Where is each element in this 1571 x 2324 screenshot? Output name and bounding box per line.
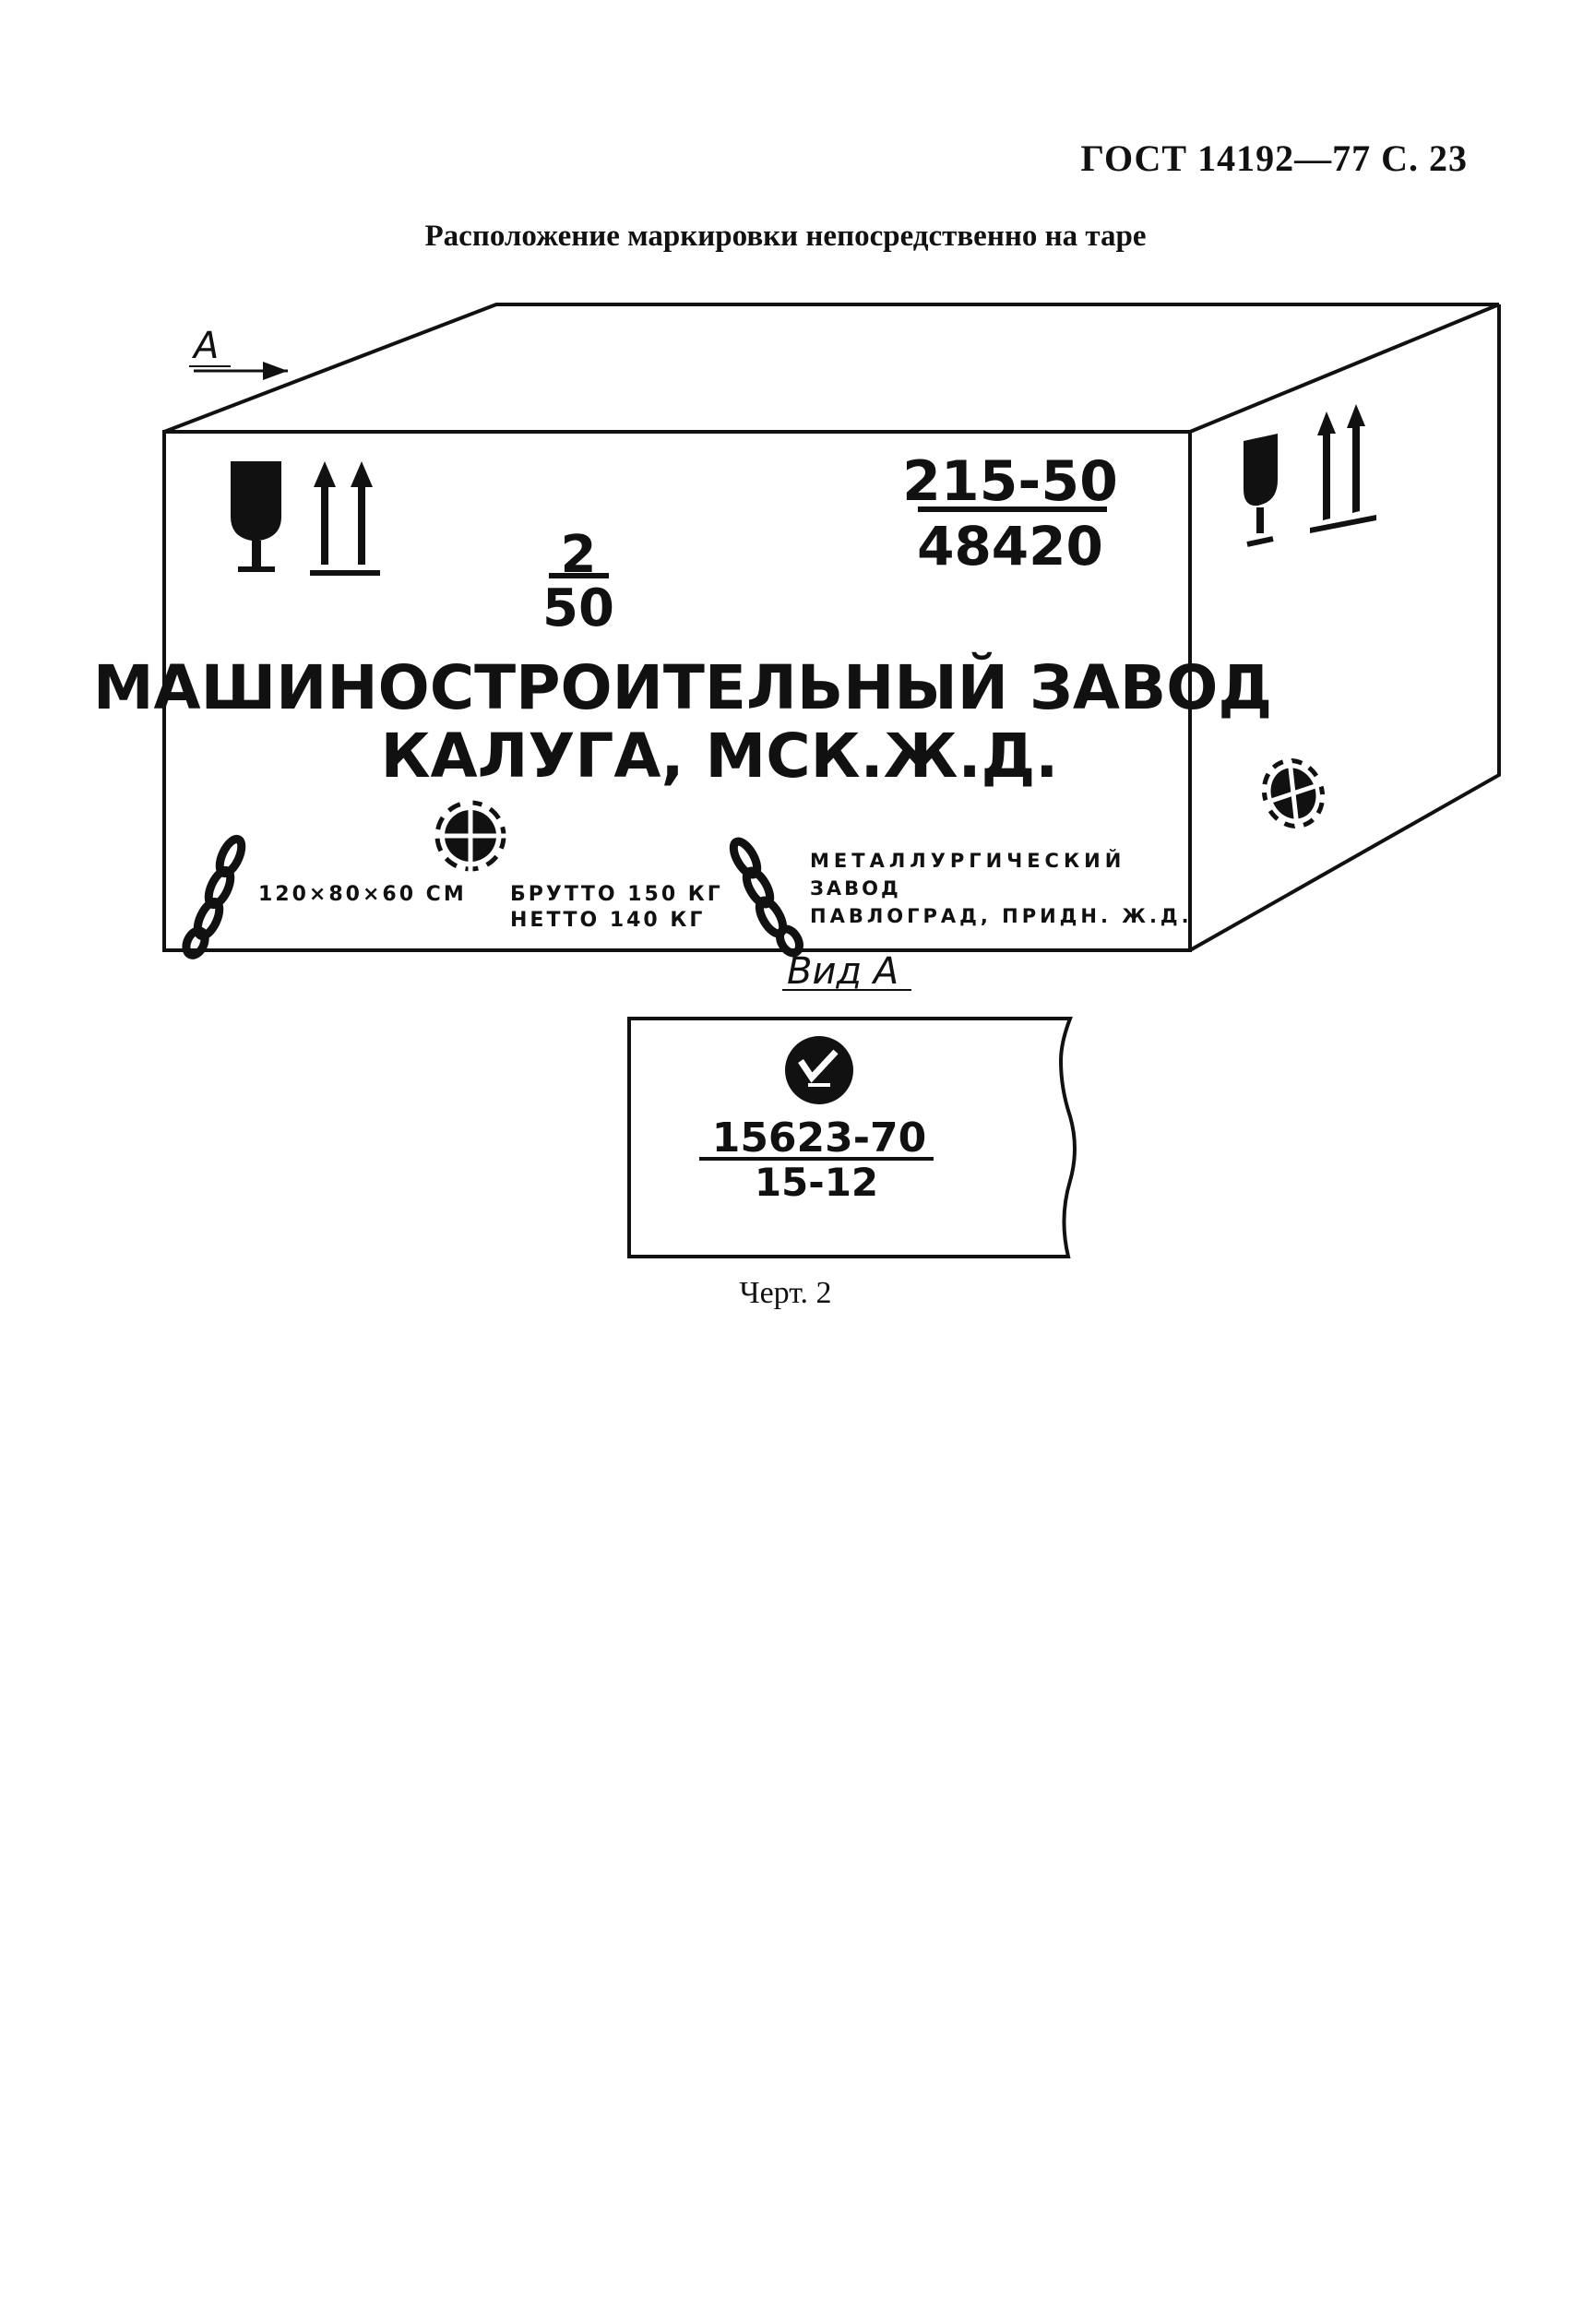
sender-line2: ЗАВОД: [810, 877, 901, 900]
view-a-title: Вид А: [782, 950, 911, 993]
side-this-way-up-icon: [1310, 404, 1376, 533]
center-of-gravity-icon: [432, 797, 509, 875]
fragile-icon: [231, 461, 281, 572]
sling-chain-icon-left: [182, 834, 246, 959]
page-title: Расположение маркировки непосредственно …: [424, 220, 1147, 253]
total-places: 50: [542, 578, 614, 638]
figure-caption: Черт. 2: [739, 1276, 832, 1310]
this-way-up-icon: [310, 461, 380, 576]
page-header: ГОСТ 14192—77 С. 23: [1080, 137, 1468, 179]
net-weight: НЕТТО 140 КГ: [510, 909, 705, 932]
sender-line3: ПАВЛОГРАД, ПРИДН. Ж.Д.: [810, 905, 1193, 927]
gross-weight: БРУТТО 150 КГ: [510, 883, 723, 906]
shipment-number: 215-50: [902, 449, 1118, 514]
view-arrow-label: А: [191, 325, 219, 367]
sender-line1: МЕТАЛЛУРГИЧЕСКИЙ: [810, 849, 1125, 872]
consignee-station: КАЛУГА, МСК.Ж.Д.: [381, 721, 1059, 792]
view-a-arrow: А: [189, 325, 288, 380]
view-a-label: Вид А: [787, 950, 899, 993]
view-a-standard-number: 15623-70: [712, 1114, 927, 1162]
box-side-face: [1189, 304, 1501, 952]
sling-chain-icon-right: [729, 837, 803, 958]
consignee-name: МАШИНОСТРОИТЕЛЬНЫЙ ЗАВОД: [93, 651, 1272, 723]
side-fragile-icon: [1244, 434, 1278, 547]
dimensions: 120×80×60 СМ: [258, 883, 467, 906]
view-a-panel: [627, 1017, 1077, 1258]
side-center-of-gravity-icon: [1259, 758, 1327, 828]
destination-code: 48420: [917, 515, 1103, 578]
hazard-sign-icon: [785, 1036, 853, 1104]
box-top-face: [163, 303, 1500, 434]
box-outline: [162, 303, 1501, 952]
view-a-code: 15-12: [755, 1160, 878, 1205]
